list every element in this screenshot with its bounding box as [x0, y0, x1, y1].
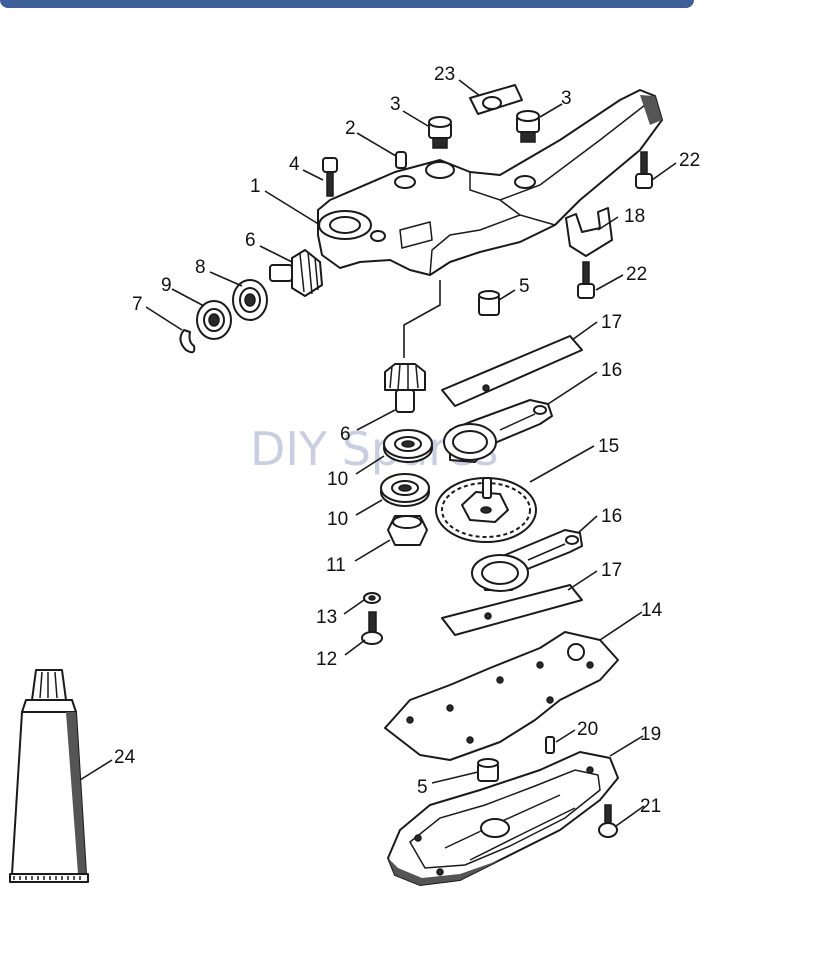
- part-10-bearing-lower: [380, 473, 430, 507]
- callout-4: 4: [289, 154, 300, 175]
- part-15-spur-gear: [435, 477, 537, 543]
- callout-3-right: 3: [561, 88, 572, 109]
- callout-6-upper: 6: [245, 230, 256, 251]
- callout-9: 9: [161, 275, 172, 296]
- part-24-grease-tube: [9, 669, 89, 883]
- callout-24: 24: [114, 747, 136, 768]
- callout-20: 20: [577, 719, 598, 740]
- part-1-gear-housing: [317, 89, 663, 276]
- callout-17-lower: 17: [601, 560, 622, 581]
- part-11-needle-cage: [387, 515, 428, 546]
- callout-15: 15: [598, 436, 619, 457]
- part-17-gasket-upper: [441, 335, 583, 407]
- part-7-circlip: [179, 329, 196, 354]
- callout-11: 11: [326, 555, 346, 576]
- callout-16-upper: 16: [601, 360, 622, 381]
- callout-6-lower: 6: [340, 424, 351, 445]
- part-18-clip: [565, 207, 613, 257]
- part-17-gasket-lower: [441, 584, 583, 636]
- part-23-cover-plate: [469, 84, 523, 115]
- part-13-washer: [363, 592, 381, 604]
- part-10-bearing-upper: [383, 429, 433, 463]
- part-2-pin: [395, 151, 407, 169]
- callout-19: 19: [640, 724, 661, 745]
- callout-5-bottom: 5: [417, 777, 428, 798]
- part-4-screw: [322, 157, 338, 197]
- part-16-con-rod-lower: [471, 529, 583, 592]
- part-19-base-plate: [387, 751, 619, 886]
- callout-8: 8: [195, 257, 206, 278]
- part-22-screw-bottom: [577, 261, 595, 299]
- callout-12: 12: [316, 649, 337, 670]
- callout-17-upper: 17: [601, 312, 622, 333]
- part-9-bearing: [196, 300, 232, 340]
- part-6-pinion-lower: [384, 363, 426, 413]
- callout-13: 13: [316, 607, 337, 628]
- callout-10-lower: 10: [327, 509, 348, 530]
- part-12-screw: [361, 611, 383, 645]
- top-bar: [0, 0, 694, 8]
- callout-labels: 23 3 3 2 4 22 1 18 6 22 8 9 7 5 17 16 6 …: [114, 64, 700, 817]
- part-3-plug-right: [516, 110, 540, 143]
- part-6-pinion-upper: [269, 249, 323, 297]
- part-5-sleeve-top: [478, 290, 500, 316]
- part-16-con-rod-upper: [443, 399, 553, 463]
- callout-7: 7: [132, 294, 143, 315]
- callout-22-bottom: 22: [626, 264, 647, 285]
- callout-23: 23: [434, 64, 455, 85]
- callout-3-left: 3: [390, 94, 401, 115]
- callout-16-lower: 16: [601, 506, 622, 527]
- part-22-screw-top: [635, 151, 653, 189]
- part-3-plug-left: [428, 116, 452, 149]
- callout-1: 1: [250, 176, 261, 197]
- callout-22-top: 22: [679, 150, 700, 171]
- callout-14: 14: [641, 600, 663, 621]
- leader-lines: [79, 79, 677, 827]
- callout-10-upper: 10: [327, 469, 348, 490]
- callout-21: 21: [640, 796, 661, 817]
- callout-2: 2: [345, 118, 356, 139]
- callout-18: 18: [624, 206, 645, 227]
- part-14-gasket: [384, 631, 619, 761]
- callout-5-top: 5: [519, 276, 530, 297]
- part-8-bearing: [232, 279, 268, 321]
- assembly-line: [403, 280, 441, 358]
- part-5-sleeve-bottom: [477, 758, 499, 782]
- part-21-screw: [598, 804, 618, 838]
- part-20-pin: [545, 736, 555, 754]
